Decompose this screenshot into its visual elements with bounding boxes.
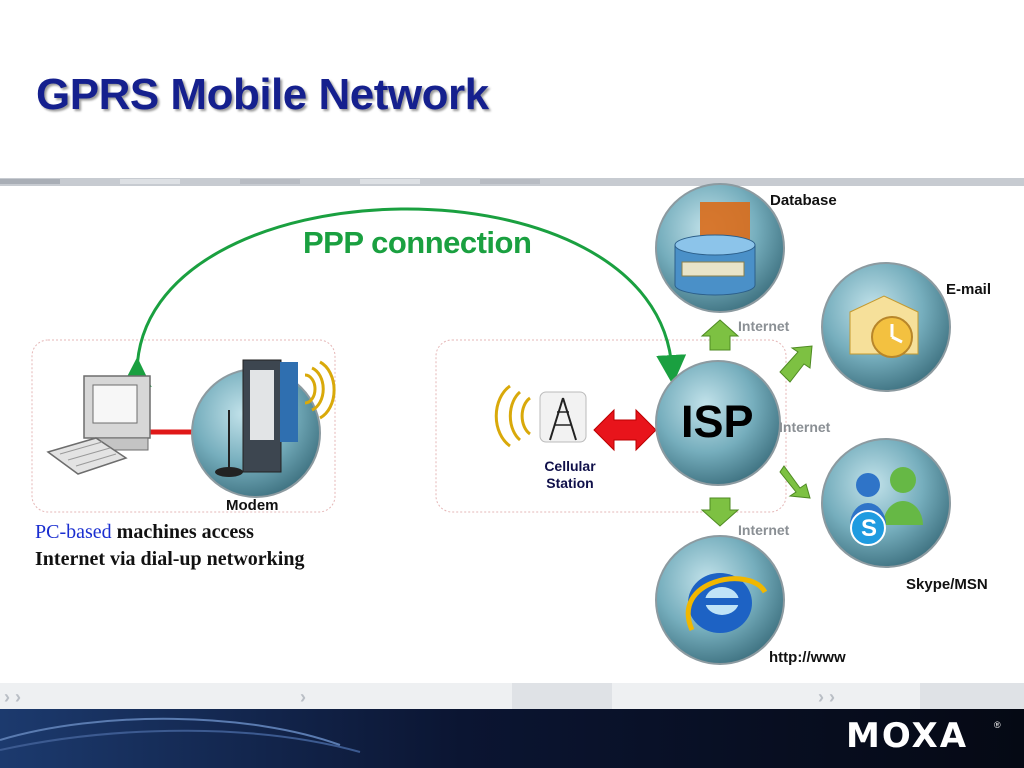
footer-band: › › › › ›: [0, 683, 1024, 768]
skype-msn-icon: S: [821, 438, 951, 568]
caption: PC-based machines access Internet via di…: [35, 519, 304, 573]
caption-line2: Internet via dial-up networking: [35, 548, 305, 570]
cell-tower-icon: [494, 384, 587, 448]
database-icon: [655, 183, 785, 313]
cellular-station-label: Cellular Station: [520, 458, 620, 492]
caption-highlight: PC-based: [35, 521, 112, 543]
pc-group-frame: [31, 339, 336, 513]
internet-arrow-skype: [779, 465, 811, 499]
skype-msn-label: Skype/MSN: [906, 576, 988, 593]
slide-title: GPRS Mobile Network: [36, 70, 489, 119]
internet-label-top: Internet: [738, 318, 790, 334]
header-band: [0, 178, 1024, 186]
svg-text:› ›: › ›: [4, 687, 21, 707]
isp-group-frame: [435, 339, 787, 513]
caption-line1: PC-based machines access: [35, 519, 304, 546]
svg-text:› ›: › ›: [818, 687, 835, 707]
www-label: http://www: [769, 649, 846, 666]
internet-label-bottom: Internet: [738, 522, 790, 538]
svg-text:›: ›: [300, 687, 306, 707]
isp-label: ISP: [681, 396, 754, 447]
ppp-connection-arc: [121, 207, 687, 388]
modem-icon: [191, 359, 336, 498]
cellular-label-line2: Station: [546, 475, 594, 491]
internet-arrow-up: [700, 319, 740, 351]
email-label: E-mail: [946, 281, 992, 298]
database-label: Database: [770, 192, 837, 209]
registered-mark: ®: [994, 720, 1001, 730]
internet-arrow-down: [700, 497, 740, 527]
caption-line1-rest: machines access: [111, 521, 254, 543]
red-double-arrow: [593, 408, 657, 452]
ppp-connection-label: PPP connection: [303, 225, 532, 260]
modem-label: Modem: [226, 497, 279, 514]
internet-label-right: Internet: [779, 419, 831, 435]
internet-arrow-email: [779, 345, 813, 383]
cellular-label-line1: Cellular: [544, 458, 596, 474]
browser-icon: [655, 535, 785, 665]
computer-icon: [46, 375, 151, 475]
email-icon: [821, 262, 951, 392]
isp-node: [655, 360, 781, 486]
svg-text:S: S: [861, 515, 877, 542]
moxa-logo: MOXA: [846, 716, 969, 756]
